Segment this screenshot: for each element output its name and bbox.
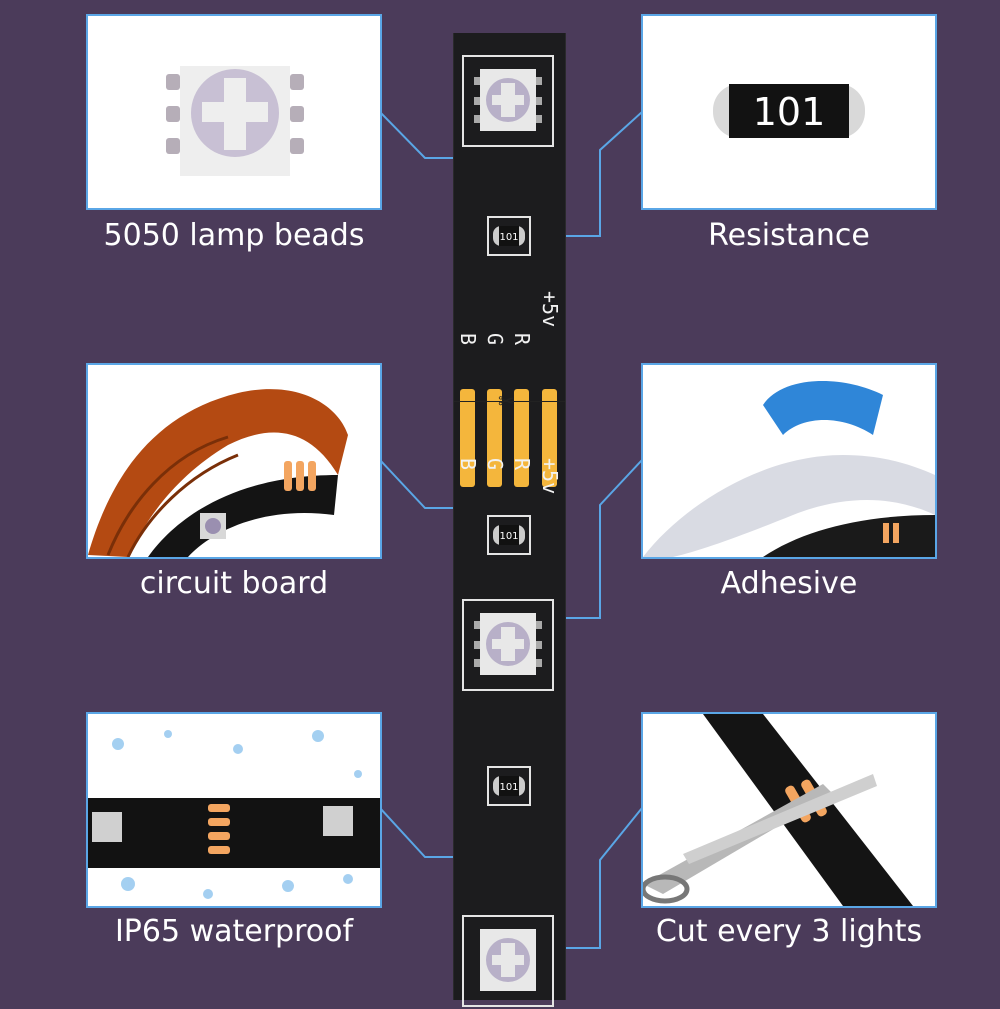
circuit-board-image xyxy=(88,389,348,557)
label-circuit-board: circuit board xyxy=(139,566,329,601)
lamp-bead-icon xyxy=(166,66,304,176)
resistor-1: 101 xyxy=(487,216,531,256)
pad-label-bottom-5v: +5v xyxy=(538,458,562,495)
scissors-icon: ✂ xyxy=(498,389,515,413)
adhesive-image xyxy=(643,381,935,557)
cut-image xyxy=(643,714,913,906)
label-cut: Cut every 3 lights xyxy=(655,914,923,949)
resistor-code-large: 101 xyxy=(753,90,826,134)
resistor-icon: 101 xyxy=(713,84,865,138)
label-waterproof: IP65 waterproof xyxy=(114,914,354,949)
label-lamp-beads: 5050 lamp beads xyxy=(103,218,365,253)
pad-label-bottom-g: G xyxy=(483,458,507,471)
panel-cut xyxy=(641,712,937,908)
copper-pad-b xyxy=(460,389,475,487)
resistor-2: 101 xyxy=(487,515,531,555)
cut-line xyxy=(454,401,565,402)
pad-label-top-b: B xyxy=(456,333,480,346)
pad-label-bottom-r: R xyxy=(510,458,534,471)
resistor-1-code: 101 xyxy=(499,232,518,243)
copper-pad-5v xyxy=(542,389,557,487)
panel-resistance: 101 xyxy=(641,14,937,210)
panel-lamp-beads xyxy=(86,14,382,210)
led-chip-3 xyxy=(462,915,554,1007)
resistor-2-code: 101 xyxy=(499,531,518,542)
pad-label-top-g: G xyxy=(483,333,507,346)
label-adhesive: Adhesive xyxy=(720,566,858,601)
led-chip-2 xyxy=(462,599,554,691)
copper-pad-r xyxy=(514,389,529,487)
pad-label-bottom-b: B xyxy=(456,458,480,471)
panel-adhesive xyxy=(641,363,937,559)
pad-label-top-5v: +5v xyxy=(538,291,562,328)
panel-circuit-board xyxy=(86,363,382,559)
led-strip: 101 +5v R G B ✂ +5v R G B 101 101 xyxy=(453,33,566,1007)
label-resistance: Resistance xyxy=(708,218,870,253)
pad-label-top-r: R xyxy=(510,333,534,346)
copper-pad-g xyxy=(487,389,502,487)
resistor-3-code: 101 xyxy=(499,782,518,793)
led-chip-1 xyxy=(462,55,554,147)
resistor-3: 101 xyxy=(487,766,531,806)
waterproof-image xyxy=(88,730,380,899)
panel-waterproof xyxy=(86,712,382,908)
